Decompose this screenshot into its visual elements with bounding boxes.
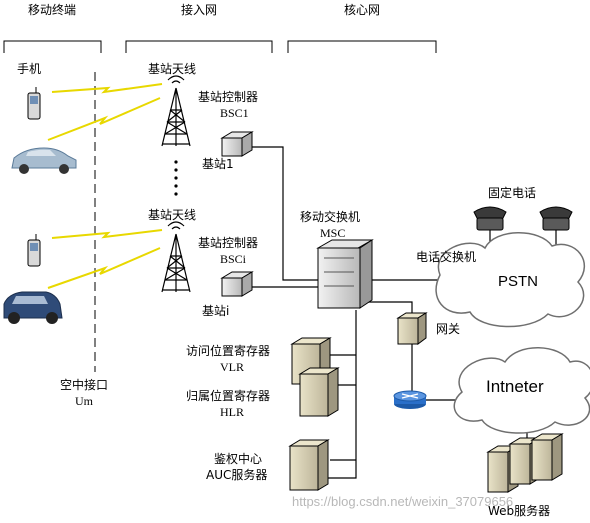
wireless-links <box>47 83 163 289</box>
mobile-phone-1 <box>27 87 41 120</box>
msc-title: 移动交换机 <box>300 210 361 224</box>
section-brackets <box>3 40 437 53</box>
bsc-1-title: 基站控制器 <box>198 90 259 104</box>
msc-code: MSC <box>320 226 346 240</box>
bsc-2-code: BSCi <box>220 252 247 266</box>
section-mobile-terminal: 移动终端 <box>27 3 77 17</box>
bsc-2-title: 基站控制器 <box>198 236 259 250</box>
web-servers <box>486 433 564 493</box>
vlr-title: 访问位置寄存器 <box>186 344 271 358</box>
fixed-telephone-1 <box>473 206 507 231</box>
auc-code: AUC服务器 <box>206 468 268 482</box>
gateway-server <box>396 312 428 345</box>
internet-cloud <box>453 347 590 434</box>
mobile-phone-2 <box>27 234 41 267</box>
router-icon <box>393 390 427 409</box>
air-interface-code: Um <box>75 394 93 408</box>
internet-label: Intneter <box>486 377 544 396</box>
hlr-title: 归属位置寄存器 <box>186 389 271 403</box>
fixed-telephone-2 <box>539 206 573 231</box>
antenna-label-1: 基站天线 <box>148 62 197 76</box>
section-core-network: 核心网 <box>343 3 381 17</box>
section-access-network: 接入网 <box>180 3 218 17</box>
watermark: https://blog.csdn.net/weixin_37079656 <box>292 494 514 509</box>
msc-switch <box>316 239 374 309</box>
hlr-server <box>298 367 340 417</box>
bts-i-label: 基站i <box>202 304 230 318</box>
pstn-label: PSTN <box>498 273 539 290</box>
antenna-label-2: 基站天线 <box>148 208 197 222</box>
auc-title: 鉴权中心 <box>214 452 263 466</box>
car-1 <box>11 147 77 174</box>
hlr-code: HLR <box>220 405 244 419</box>
antenna-tower-2 <box>161 221 191 293</box>
web-server-label: Web服务器 <box>488 504 551 518</box>
phone-switch-label: 电话交换机 <box>416 250 477 264</box>
gateway-label: 网关 <box>436 322 461 336</box>
pstn-cloud <box>435 232 585 328</box>
vlr-code: VLR <box>220 360 244 374</box>
phone-label: 手机 <box>17 62 42 76</box>
bsc-1-code: BSC1 <box>220 106 249 120</box>
auc-server <box>288 439 330 491</box>
ellipsis-dots <box>174 160 178 196</box>
bts-i-box <box>220 271 254 297</box>
bts-1-label: 基站1 <box>202 157 234 171</box>
antenna-tower-1 <box>161 75 191 147</box>
air-interface-label: 空中接口 <box>59 378 109 392</box>
bts-1-box <box>220 131 254 157</box>
fixed-phone-label: 固定电话 <box>488 186 537 200</box>
car-2 <box>3 291 63 324</box>
